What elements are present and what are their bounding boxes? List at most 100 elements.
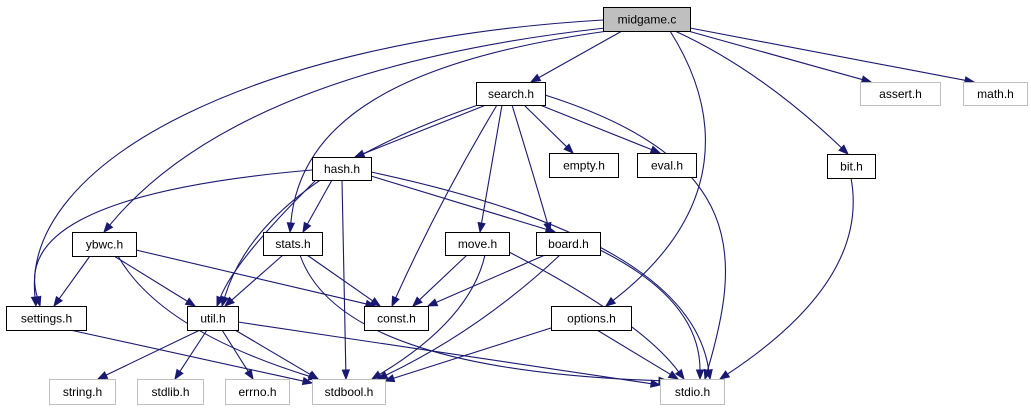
node-ybwc-h[interactable]: ybwc.h [72, 232, 137, 257]
node-label: assert.h [879, 87, 922, 101]
node-box [263, 232, 323, 256]
edge-bit_h-to-stdio_h [718, 177, 854, 380]
node-box [637, 153, 697, 178]
arrowhead [674, 368, 685, 381]
arrowhead [704, 368, 713, 381]
node-assert-h[interactable]: assert.h [860, 82, 941, 106]
edge-line [290, 30, 609, 224]
arrowhead [33, 295, 42, 308]
edge-options_h-to-stdbool_h [383, 327, 552, 383]
node-label: stdbool.h [325, 385, 374, 399]
node-empty-h[interactable]: empty.h [549, 153, 619, 178]
arrowhead [604, 296, 617, 307]
arrowhead [649, 379, 662, 388]
node-settings-h[interactable]: settings.h [6, 306, 87, 331]
node-board-h[interactable]: board.h [536, 232, 601, 256]
edge-line [237, 321, 652, 385]
edge-line [612, 30, 706, 301]
node-stats-h[interactable]: stats.h [263, 232, 323, 256]
arrowhead [667, 370, 680, 380]
edge-line [306, 179, 333, 225]
edge-search_h-to-hash_h [353, 104, 487, 158]
edge-line [385, 254, 561, 376]
edge-line [299, 254, 660, 382]
node-label: search.h [488, 87, 534, 101]
edge-line [219, 179, 317, 298]
node-box [603, 7, 691, 32]
edge-line [523, 104, 567, 148]
node-const-h[interactable]: const.h [364, 306, 429, 331]
arrowhead [383, 374, 396, 383]
edge-util_h-to-stdbool_h [234, 329, 320, 380]
edge-hash_h-to-board_h [370, 175, 557, 234]
node-hash-h[interactable]: hash.h [312, 157, 372, 181]
edge-hash_h-to-stats_h [302, 179, 333, 234]
node-util-h[interactable]: util.h [187, 306, 239, 331]
node-math-h[interactable]: math.h [963, 82, 1028, 106]
node-options-h[interactable]: options.h [551, 306, 632, 331]
edge-hash_h-to-util_h [216, 179, 317, 308]
edge-line [370, 171, 710, 371]
edge-util_h-to-stdlib_h [174, 329, 208, 381]
arrowhead [529, 73, 542, 83]
edge-hash_h-to-stdio_h [370, 171, 713, 381]
node-string-h[interactable]: string.h [49, 379, 116, 405]
node-label: options.h [567, 312, 616, 326]
edge-layer [30, 19, 976, 388]
edge-line [113, 255, 188, 302]
arrowhead [369, 297, 382, 307]
arrowhead [307, 370, 320, 380]
node-box [476, 82, 546, 106]
arrowhead [838, 144, 849, 155]
node-label: settings.h [21, 312, 72, 326]
edge-line [419, 254, 468, 301]
node-stdlib-h[interactable]: stdlib.h [137, 379, 204, 405]
edge-line [58, 255, 91, 300]
arrowhead [286, 222, 296, 234]
node-box [312, 157, 372, 181]
edge-line [727, 177, 854, 375]
arrowhead [301, 376, 314, 386]
node-label: empty.h [563, 159, 605, 173]
edge-settings_h-to-stdbool_h [69, 329, 314, 386]
node-eval-h[interactable]: eval.h [637, 153, 697, 178]
node-stdio-h[interactable]: stdio.h [660, 379, 725, 405]
node-box [549, 153, 619, 178]
node-label: move.h [458, 237, 497, 251]
node-label: stdio.h [675, 385, 710, 399]
edge-line [511, 104, 549, 224]
edge-line [109, 27, 606, 226]
node-box [364, 306, 429, 331]
arrowhead [649, 145, 662, 154]
edge-stats_h-to-const_h [306, 254, 382, 307]
arrowhead [174, 368, 184, 381]
node-label: string.h [63, 385, 102, 399]
node-search-h[interactable]: search.h [476, 82, 546, 106]
arrowhead [184, 297, 197, 307]
edge-line [379, 254, 486, 375]
node-label: const.h [377, 312, 416, 326]
edge-line [306, 254, 373, 302]
node-errno-h[interactable]: errno.h [225, 379, 290, 405]
arrowhead [302, 221, 312, 234]
node-label: errno.h [238, 385, 276, 399]
node-move-h[interactable]: move.h [445, 232, 510, 256]
node-label: util.h [200, 312, 225, 326]
edge-search_h-to-const_h [391, 104, 498, 308]
edge-line [363, 104, 487, 155]
edge-board_h-to-stdio_h [599, 249, 705, 381]
node-midgame-c[interactable]: midgame.c [603, 7, 691, 32]
edge-line [221, 329, 249, 372]
arrowhead [695, 369, 705, 381]
edge-midgame_c-to-stats_h [286, 30, 609, 234]
node-stdbool-h[interactable]: stdbool.h [312, 379, 386, 405]
node-label: stdlib.h [151, 385, 189, 399]
node-label: eval.h [651, 159, 683, 173]
arrowhead [53, 295, 63, 308]
arrowhead [223, 296, 235, 307]
node-box [660, 379, 725, 405]
edge-search_h-to-eval_h [539, 104, 662, 154]
arrowhead [426, 298, 439, 307]
node-label: stats.h [275, 237, 310, 251]
node-bit-h[interactable]: bit.h [827, 154, 876, 179]
